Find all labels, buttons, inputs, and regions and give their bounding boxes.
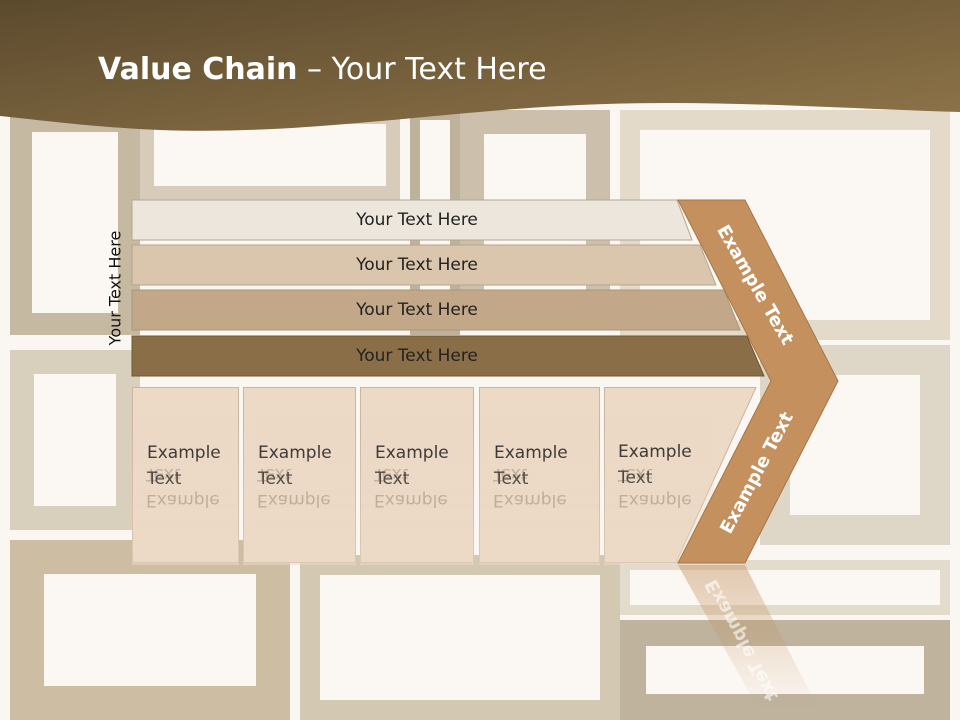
slide-title: Value Chain – Your Text Here — [98, 52, 547, 87]
bar-label: Your Text Here — [356, 300, 478, 320]
bar-shape — [131, 335, 765, 377]
background-frame — [300, 555, 620, 720]
bar-shape — [131, 244, 717, 286]
title-bold: Value Chain — [98, 52, 298, 87]
header-band — [0, 0, 960, 131]
bar-label: Your Text Here — [356, 210, 478, 230]
bar-shape — [131, 199, 693, 241]
background-frame — [620, 560, 950, 615]
bar-label: Your Text Here — [356, 255, 478, 275]
title-rest: – Your Text Here — [297, 52, 547, 87]
chevron-reflection — [678, 565, 820, 712]
chevron-shape — [677, 199, 839, 564]
background-frame — [10, 350, 140, 530]
bar-shape — [131, 289, 741, 331]
bar-label: Your Text Here — [356, 346, 478, 366]
